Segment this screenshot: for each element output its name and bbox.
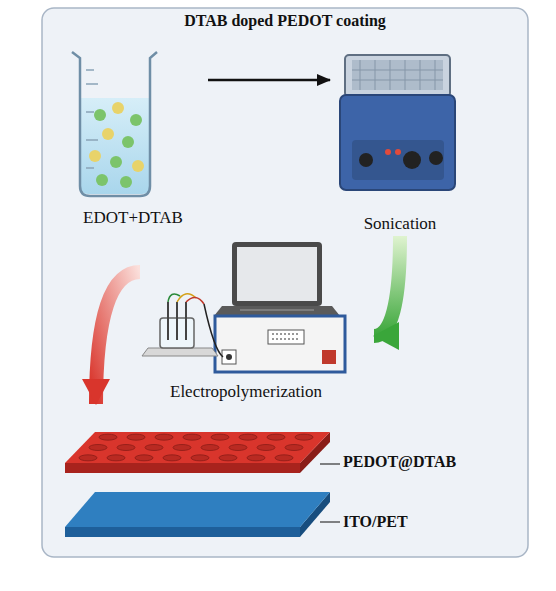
step-label: Sonication <box>364 214 437 234</box>
process-step: Electropolymerization <box>140 236 352 408</box>
film-layers <box>65 432 330 537</box>
step-label: EDOT+DTAB <box>83 208 183 228</box>
panel <box>42 8 528 557</box>
process-arrow <box>208 79 330 82</box>
process-step: PEDOT@DTAB <box>58 426 510 480</box>
laptop <box>214 242 340 316</box>
process-arrow <box>96 272 140 404</box>
step-label: ITO/PET <box>343 513 408 531</box>
step-label: Electropolymerization <box>170 382 322 402</box>
process-step: EDOT+DTAB <box>58 36 208 236</box>
diagram-title: DTAB doped PEDOT coating <box>42 12 528 30</box>
process-step: Sonication <box>330 36 470 236</box>
potentiostat <box>215 316 345 372</box>
step-label: PEDOT@DTAB <box>343 453 456 471</box>
sonicator <box>340 55 455 190</box>
process-arrow <box>374 236 400 336</box>
leader-line <box>320 463 340 464</box>
leader-line <box>320 521 340 522</box>
beaker <box>72 52 157 196</box>
process-step: ITO/PET <box>58 482 510 544</box>
electrochemical-cell <box>142 294 223 357</box>
